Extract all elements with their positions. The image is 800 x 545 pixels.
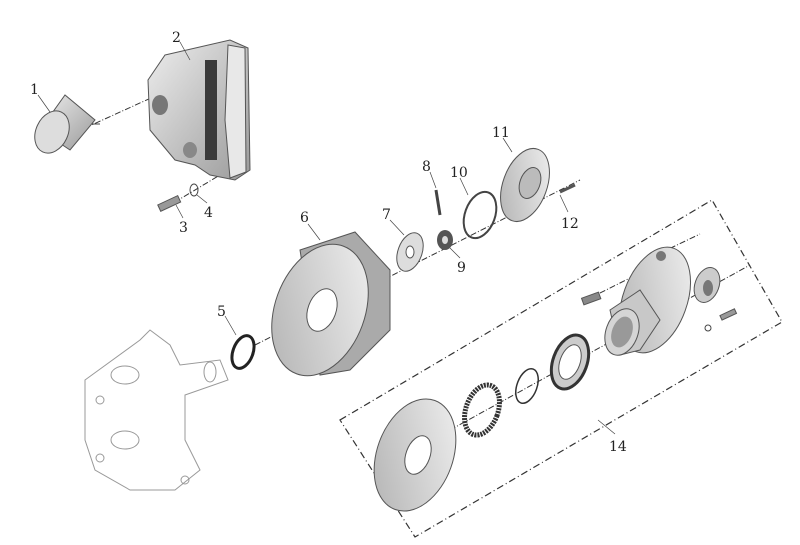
part-3-bolt <box>157 194 182 212</box>
part-14-studs <box>580 251 738 332</box>
callout-label-5: 5 <box>217 304 226 320</box>
part-14-bearing <box>693 267 721 303</box>
part-2-caliper <box>147 39 251 181</box>
callout-label-8: 8 <box>422 159 431 175</box>
part-14-abs-ring <box>462 382 502 438</box>
callout-label-9: 9 <box>457 260 466 276</box>
part-6-brake-disc <box>271 231 391 377</box>
part-1-cap <box>34 94 100 154</box>
part-10-o-ring <box>462 190 498 240</box>
callout-label-14: 14 <box>609 439 627 455</box>
callout-label-1: 1 <box>30 82 39 98</box>
steering-knuckle <box>84 329 229 491</box>
callout-label-6: 6 <box>300 210 309 226</box>
part-8-cotter-pin <box>434 189 442 216</box>
callout-label-11: 11 <box>492 125 510 141</box>
part-5-seal-ring <box>230 334 256 370</box>
callout-label-4: 4 <box>204 205 213 221</box>
callout-label-12: 12 <box>561 216 579 232</box>
callout-label-3: 3 <box>179 220 188 236</box>
callout-label-10: 10 <box>450 165 468 181</box>
part-9-castle-nut <box>437 230 453 250</box>
callout-label-7: 7 <box>382 207 391 223</box>
part-14-wheel-hub <box>604 246 691 356</box>
part-7-thrust-washer <box>396 232 424 272</box>
leader-lines <box>37 41 616 435</box>
part-14-o-ring <box>515 367 539 405</box>
part-14-oil-seal <box>549 333 591 391</box>
part-11-hub-cap <box>500 148 550 222</box>
part-14-disc <box>373 398 457 512</box>
part-4-washer <box>189 183 199 197</box>
callout-label-2: 2 <box>172 30 181 46</box>
part-12-screw <box>559 183 576 194</box>
